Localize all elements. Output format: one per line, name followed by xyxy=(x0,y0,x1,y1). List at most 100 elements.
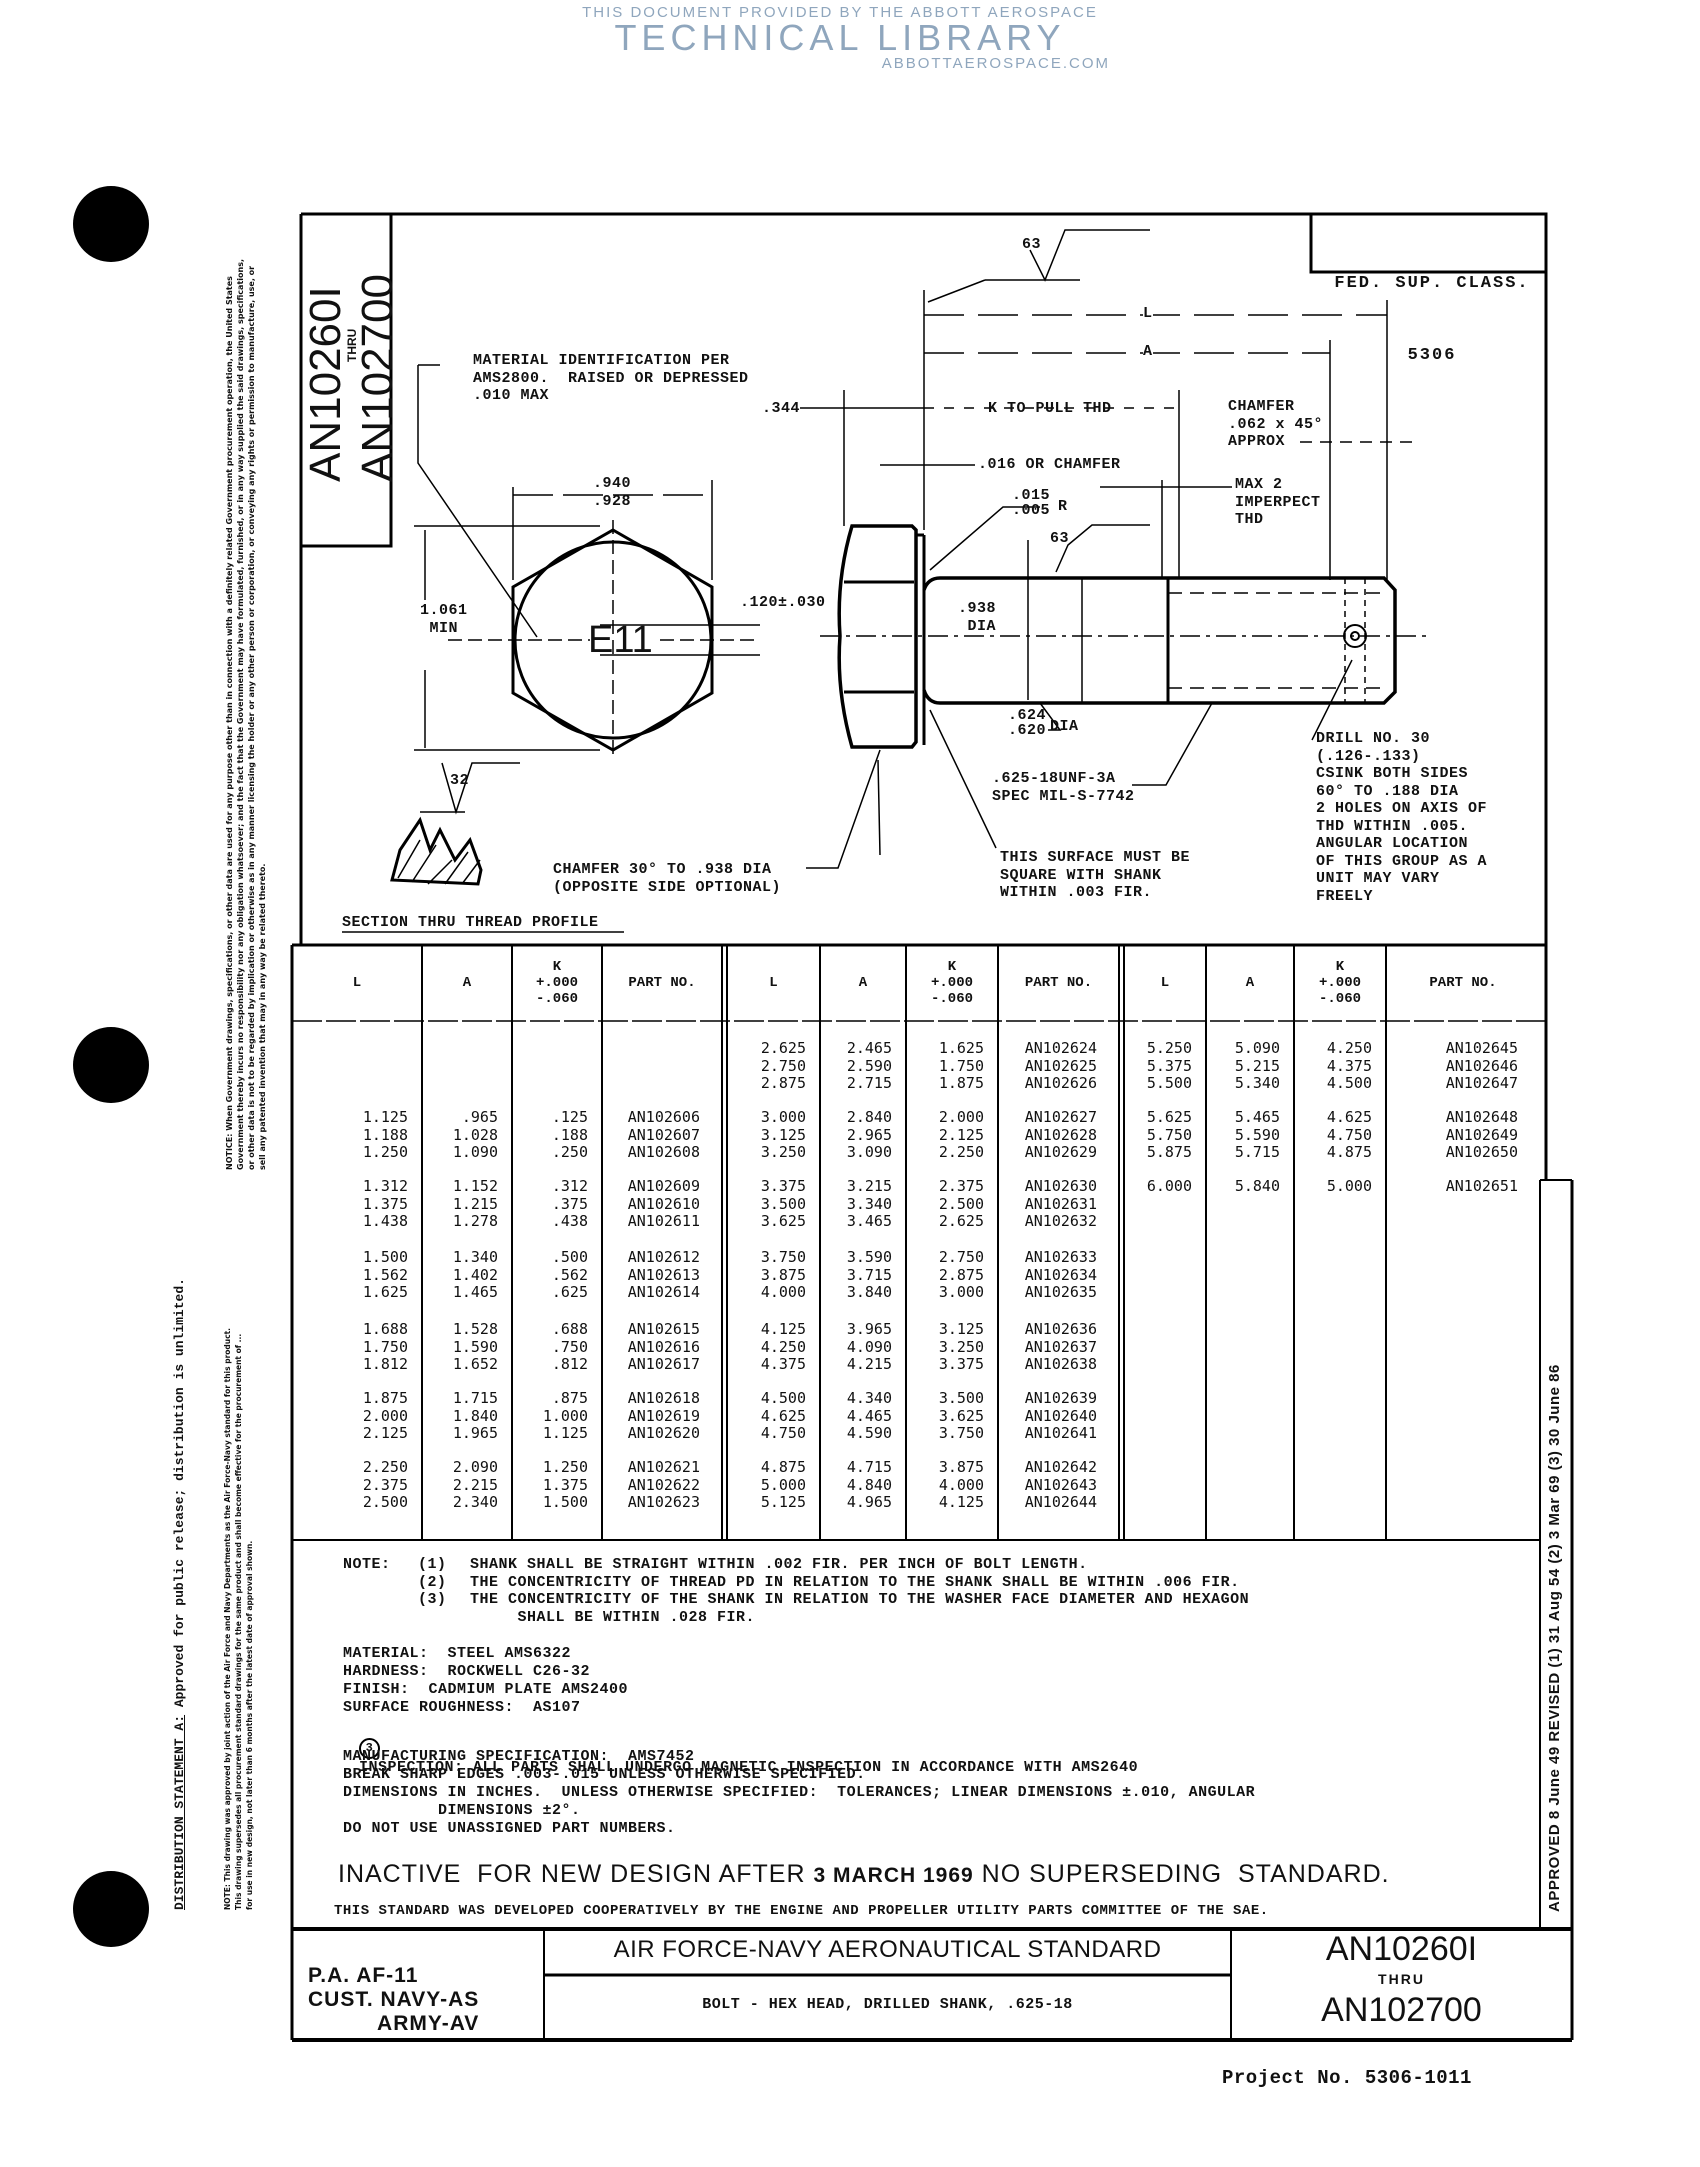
part-number-cell: AN102634 xyxy=(1024,1265,1097,1284)
dimension-cell: 2.875 xyxy=(938,1265,984,1284)
title-from: AN10260I xyxy=(1325,1930,1478,1968)
dimension-cell: 6.000 xyxy=(1146,1177,1192,1195)
dimension-cell: .812 xyxy=(551,1355,588,1373)
dimension-cell: 5.715 xyxy=(1234,1143,1280,1161)
part-number-cell: AN102624 xyxy=(1024,1039,1097,1057)
dimension-cell: 2.875 xyxy=(760,1074,806,1092)
punch-hole xyxy=(73,186,149,262)
dimension-cell: 1.000 xyxy=(542,1406,588,1425)
part-number-cell: AN102640 xyxy=(1024,1406,1097,1425)
dimension-cell: 3.500 xyxy=(760,1194,806,1213)
side-to: AN102700 xyxy=(353,274,402,482)
dimension-cell: 3.375 xyxy=(760,1177,806,1195)
part-number-cell: AN102612 xyxy=(627,1248,700,1266)
dimension-cell: 3.090 xyxy=(846,1143,892,1161)
procuring-activity: P.A. AF-11 CUST. NAVY-AS ARMY-AV xyxy=(308,1964,479,2036)
manufacturing-spec: MANUFACTURING SPECIFICATION: AMS7452 xyxy=(343,1748,695,1765)
column-header: PART NO. xyxy=(1429,975,1497,991)
title-thru: THRU xyxy=(1378,1971,1425,1987)
material-id-note: MATERIAL IDENTIFICATION PER AMS2800. RAI… xyxy=(473,352,749,404)
part-number-cell: AN102642 xyxy=(1024,1458,1097,1476)
dimension-cell: 2.250 xyxy=(362,1458,408,1476)
finish-63-top: 63 xyxy=(1022,236,1042,253)
part-number-cell: AN102614 xyxy=(627,1283,700,1301)
dimension-cell: 1.500 xyxy=(542,1493,588,1511)
hardness-spec: HARDNESS: ROCKWELL C26-32 xyxy=(343,1663,591,1680)
dimension-cell: 1.125 xyxy=(362,1108,408,1126)
dimension-cell: 5.125 xyxy=(760,1493,806,1511)
dimension-cell: 3.590 xyxy=(846,1248,892,1266)
l-dim: L xyxy=(1143,305,1153,323)
part-number-cell: AN102606 xyxy=(627,1108,700,1126)
part-number-cell: AN102630 xyxy=(1024,1177,1097,1195)
k-dim: K TO PULL THD xyxy=(988,400,1112,417)
dimension-cell: 4.340 xyxy=(846,1389,892,1407)
dimension-cell: 4.500 xyxy=(760,1389,806,1407)
dimension-cell: 5.840 xyxy=(1234,1177,1280,1195)
a-dim: A xyxy=(1143,343,1153,361)
part-number-cell: AN102629 xyxy=(1024,1143,1097,1161)
finish-32-thread: 32 xyxy=(450,772,470,789)
column-header: K +.000 -.060 xyxy=(535,959,578,1007)
dimension-cell: 4.750 xyxy=(760,1424,806,1442)
dimension-cell: 4.375 xyxy=(1326,1056,1372,1075)
dimension-cell: 2.840 xyxy=(846,1108,892,1126)
inactive-part2: NO SUPERSEDING STANDARD. xyxy=(973,1860,1390,1888)
dimension-cell: 3.215 xyxy=(846,1177,892,1195)
dimension-cell: 5.875 xyxy=(1146,1143,1192,1161)
part-number-cell: AN102643 xyxy=(1024,1475,1097,1494)
dimension-cell: 1.875 xyxy=(362,1389,408,1407)
dimension-cell: 1.402 xyxy=(452,1265,498,1284)
dimension-cell: 4.000 xyxy=(760,1283,806,1301)
part-number-cell: AN102621 xyxy=(627,1458,700,1476)
dimension-cell: 3.250 xyxy=(938,1337,984,1356)
dimension-cell: 1.312 xyxy=(362,1177,408,1195)
dimension-cell: .750 xyxy=(551,1337,588,1356)
part-number-cell: AN102611 xyxy=(627,1212,700,1230)
note-text: THE CONCENTRICITY OF THE SHANK IN RELATI… xyxy=(470,1591,1250,1626)
dimension-cell: 4.125 xyxy=(938,1493,984,1511)
dimension-cell: 3.500 xyxy=(938,1389,984,1407)
shank-dia-dim: .938 DIA xyxy=(958,600,997,635)
dimension-cell: 3.125 xyxy=(760,1125,806,1144)
dimension-cell: 4.625 xyxy=(1326,1108,1372,1126)
dimension-cell: 1.215 xyxy=(452,1194,498,1213)
dimension-cell: 5.500 xyxy=(1146,1074,1192,1092)
dimension-cell: 2.715 xyxy=(846,1074,892,1092)
fed-sup-class-value: 5306 xyxy=(1407,346,1457,365)
dimension-cell: 3.840 xyxy=(846,1283,892,1301)
dimension-cell: 5.340 xyxy=(1234,1074,1280,1092)
dimension-cell: 2.590 xyxy=(846,1056,892,1075)
dimension-cell: 1.965 xyxy=(452,1424,498,1442)
dimension-cell: 3.875 xyxy=(938,1458,984,1476)
revision-history: APPROVED 8 June 49 REVISED (1) 31 Aug 54… xyxy=(1546,1364,1563,1912)
side-from: AN10260I xyxy=(301,286,350,482)
dimension-cell: 1.375 xyxy=(542,1475,588,1494)
part-number-cell: AN102615 xyxy=(627,1320,700,1338)
bolt-head-side xyxy=(837,524,918,749)
edges-note: BREAK SHARP EDGES .003-.015 UNLESS OTHER… xyxy=(343,1766,866,1783)
thread-profile xyxy=(390,816,483,886)
dimension-cell: 5.590 xyxy=(1234,1125,1280,1144)
dimension-cell: 4.625 xyxy=(760,1406,806,1425)
dimension-cell: 1.652 xyxy=(452,1355,498,1373)
dimension-cell: .125 xyxy=(551,1108,588,1126)
part-number-cell: AN102639 xyxy=(1024,1389,1097,1407)
part-number-cell: AN102626 xyxy=(1024,1074,1097,1092)
dimension-cell: 1.250 xyxy=(362,1143,408,1161)
dimension-cell: 2.215 xyxy=(452,1475,498,1494)
dimensions-note: DIMENSIONS IN INCHES. UNLESS OTHERWISE S… xyxy=(343,1784,1256,1819)
dimension-cell: 4.840 xyxy=(846,1475,892,1494)
revision-3-marker: 3 xyxy=(359,1737,381,1759)
part-number-range: AN10260I THRU AN102700 xyxy=(1231,1930,1572,2030)
dimension-cell: 4.090 xyxy=(846,1337,892,1356)
watermark: THIS DOCUMENT PROVIDED BY THE ABBOTT AER… xyxy=(560,4,1120,72)
dimension-cell: 4.590 xyxy=(846,1424,892,1442)
bolt-shank xyxy=(922,576,1397,705)
dimension-cell: 3.375 xyxy=(938,1355,984,1373)
dimension-cell: 1.562 xyxy=(362,1265,408,1284)
roughness-spec: SURFACE ROUGHNESS: AS107 xyxy=(343,1699,581,1716)
dimension-cell: 4.375 xyxy=(760,1355,806,1373)
part-number-cell: AN102628 xyxy=(1024,1125,1097,1144)
column-header: A xyxy=(1245,975,1255,991)
